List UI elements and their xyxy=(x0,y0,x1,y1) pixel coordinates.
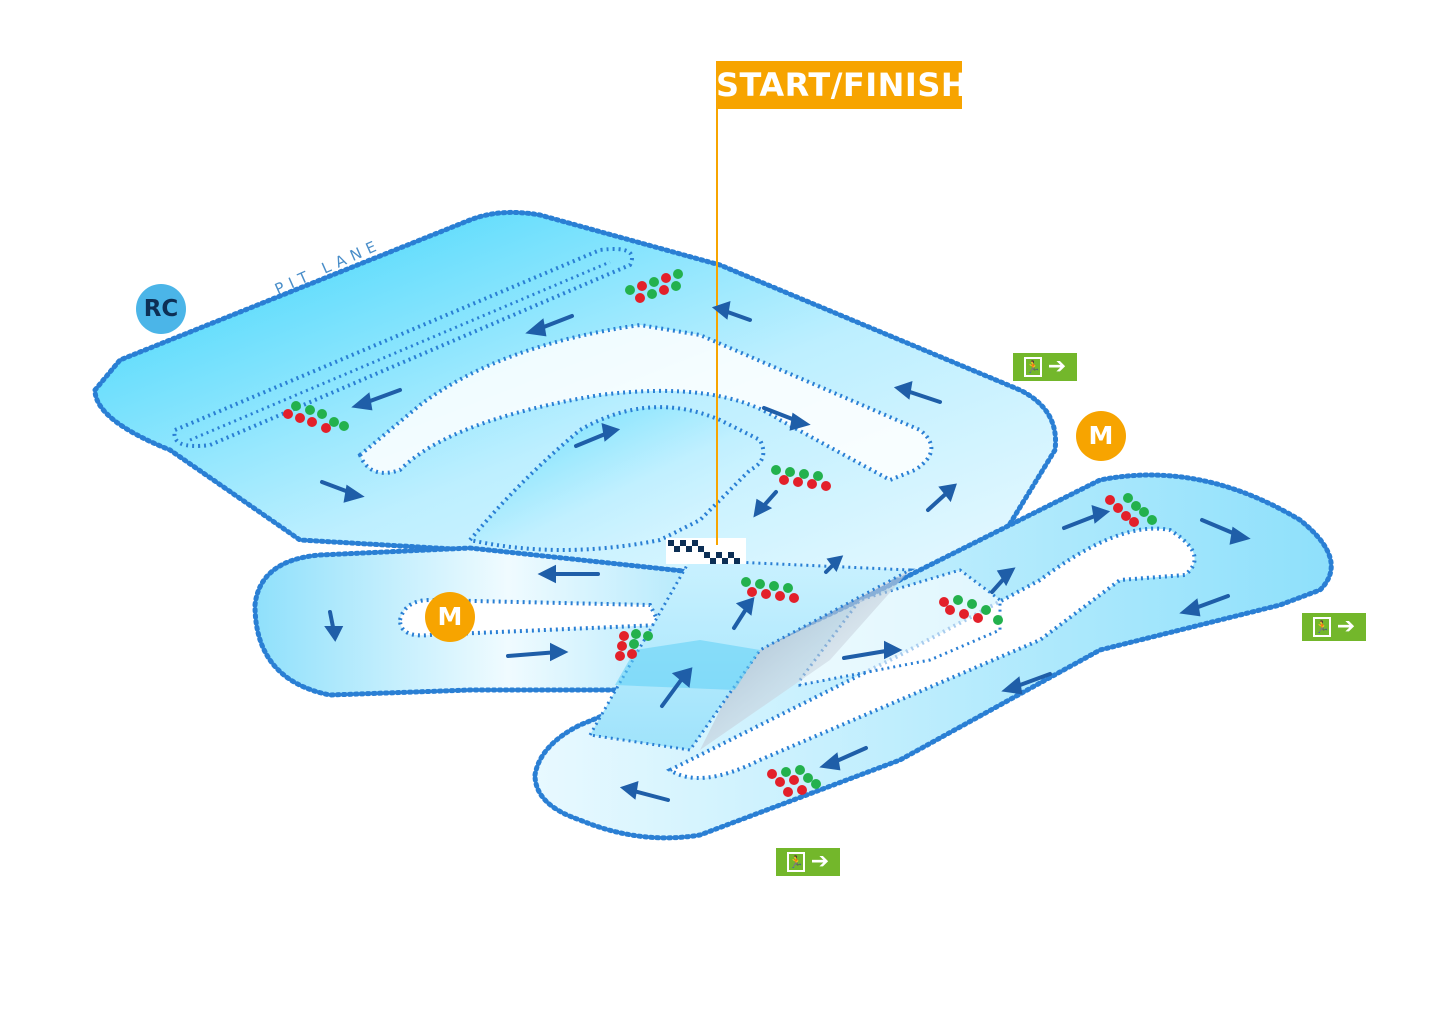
direction-arrow xyxy=(619,781,670,802)
direction-arrows xyxy=(320,301,1251,802)
grid-marker xyxy=(1105,493,1157,527)
grid-marker xyxy=(939,595,1003,625)
direction-arrow xyxy=(819,746,868,771)
direction-arrow xyxy=(1200,518,1251,545)
start-finish-checkered-line xyxy=(666,538,746,564)
starting-grid-markers xyxy=(283,269,1157,797)
direction-arrow xyxy=(525,314,574,337)
upper-track-section xyxy=(92,209,1059,593)
direction-arrow xyxy=(824,555,844,574)
direction-arrow xyxy=(990,567,1016,594)
direction-arrow xyxy=(893,381,942,404)
direction-arrow xyxy=(506,642,569,662)
direction-arrow xyxy=(1062,505,1111,530)
direction-arrow xyxy=(711,301,752,322)
direction-arrow xyxy=(732,597,755,630)
grid-marker xyxy=(767,765,821,797)
overpass-bridge xyxy=(587,558,916,752)
emergency-exit-sign: 🏃 ➔ xyxy=(776,848,840,876)
arrow-right-icon: ➔ xyxy=(810,849,830,874)
direction-arrow xyxy=(842,640,903,660)
start-finish-label: START/FINISH xyxy=(716,61,968,109)
emergency-exit-icon: 🏃 xyxy=(786,852,805,872)
emergency-exit-sign: 🏃 ➔ xyxy=(1302,613,1366,641)
arrow-right-icon: ➔ xyxy=(1336,614,1356,639)
grid-marker xyxy=(741,577,799,603)
direction-arrow xyxy=(660,667,693,708)
direction-arrow xyxy=(537,564,600,584)
emergency-exit-icon: 🏃 xyxy=(1023,357,1042,377)
arrow-right-icon: ➔ xyxy=(1047,354,1067,379)
direction-arrow xyxy=(926,483,957,512)
grid-marker xyxy=(615,629,653,661)
direction-arrow xyxy=(1179,594,1230,617)
direction-arrow xyxy=(351,388,402,411)
marshal-marker: M xyxy=(1076,411,1126,461)
race-control-marker: RC xyxy=(136,284,186,334)
emergency-exit-sign: 🏃 ➔ xyxy=(1013,353,1077,381)
direction-arrow xyxy=(324,610,344,642)
grid-marker xyxy=(771,465,831,491)
direction-arrow xyxy=(574,423,621,448)
direction-arrow xyxy=(1001,672,1052,695)
marshal-marker: M xyxy=(425,592,475,642)
grid-marker xyxy=(283,401,349,433)
emergency-exit-icon: 🏃 xyxy=(1312,617,1331,637)
direction-arrow xyxy=(753,490,778,518)
direction-arrow xyxy=(320,480,365,503)
direction-arrow xyxy=(762,406,811,431)
grid-marker xyxy=(625,269,683,303)
